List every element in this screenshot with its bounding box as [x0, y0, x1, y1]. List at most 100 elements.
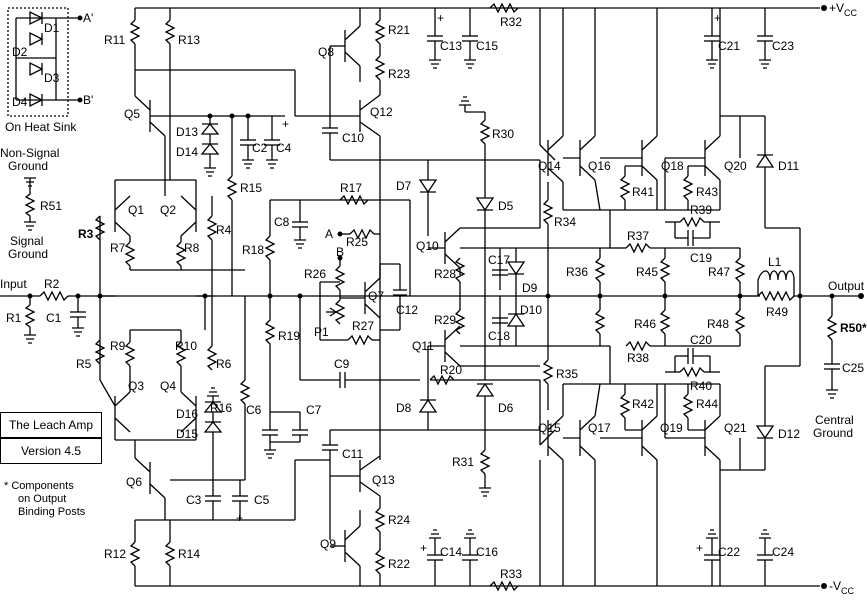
q3-label: Q3	[128, 379, 144, 393]
r12-label: R12	[104, 547, 126, 561]
rail-caps-bottom	[427, 529, 773, 592]
c8-label: C8	[274, 215, 290, 229]
r37-label: R37	[627, 229, 649, 243]
c18-label: C18	[488, 329, 510, 343]
q19-label: Q19	[660, 421, 683, 435]
r23-label: R23	[388, 67, 410, 81]
d10-label: D10	[520, 303, 542, 317]
r24-label: R24	[388, 513, 410, 527]
central-ground-line1: Central	[815, 413, 854, 427]
q2-label: Q2	[160, 203, 176, 217]
r10-label: R10	[175, 339, 197, 353]
q16-label: Q16	[588, 159, 611, 173]
b-prime-label: B'	[83, 93, 93, 107]
d8-label: D8	[396, 401, 412, 415]
q7-label: Q7	[368, 289, 384, 303]
d2-label: D2	[12, 45, 28, 59]
feedback-network	[100, 194, 760, 459]
r45-label: R45	[636, 265, 658, 279]
r21-label: R21	[388, 23, 410, 37]
vcc-neg-label: -VCC	[829, 579, 854, 596]
r43-label: R43	[696, 185, 718, 199]
r47-label: R47	[708, 265, 730, 279]
d3-label: D3	[44, 71, 60, 85]
q9-label: Q9	[320, 537, 336, 551]
plus-c22: +	[696, 541, 703, 555]
r14-label: R14	[178, 547, 200, 561]
r13-label: R13	[178, 33, 200, 47]
c17-label: C17	[488, 253, 510, 267]
vas-stage	[294, 8, 540, 586]
signal-ground-line2: Ground	[8, 247, 48, 261]
positive-rail	[135, 5, 827, 11]
components-note-line2: on Output	[18, 493, 67, 505]
d4-label: D4	[12, 95, 28, 109]
r36-label: R36	[566, 265, 588, 279]
input-label: Input	[0, 277, 27, 291]
c13-label: C13	[440, 39, 462, 53]
q13-label: Q13	[372, 473, 395, 487]
c20-label: C20	[690, 333, 712, 347]
plus-c21: +	[714, 11, 721, 25]
components-note: * Components on Output Binding Posts	[4, 480, 85, 519]
r48-label: R48	[707, 317, 729, 331]
r35-label: R35	[556, 367, 578, 381]
d1-label: D1	[44, 21, 60, 35]
c1-label: C1	[46, 311, 62, 325]
r40-label: R40	[690, 379, 712, 393]
d6-label: D6	[498, 401, 514, 415]
c3-label: C3	[186, 493, 202, 507]
r5-label: R5	[76, 357, 92, 371]
r34-label: R34	[554, 215, 576, 229]
r22-label: R22	[388, 557, 410, 571]
negative-rail	[135, 583, 827, 589]
components-note-line1: * Components	[4, 480, 74, 492]
title-box-name: The Leach Amp	[0, 412, 102, 438]
d14-label: D14	[176, 145, 198, 159]
r46-label: R46	[634, 317, 656, 331]
r39-label: R39	[690, 203, 712, 217]
q21-label: Q21	[724, 421, 747, 435]
d9-label: D9	[522, 281, 538, 295]
q8-label: Q8	[318, 45, 334, 59]
c23-label: C23	[772, 39, 794, 53]
r1-label: R1	[6, 311, 22, 325]
c21-label: C21	[718, 39, 740, 53]
r8-label: R8	[184, 241, 200, 255]
q20-label: Q20	[724, 159, 747, 173]
q18-label: Q18	[661, 159, 684, 173]
r32-label: R32	[500, 15, 522, 29]
r41-label: R41	[632, 185, 654, 199]
c9-label: C9	[334, 357, 350, 371]
c10-label: C10	[342, 131, 364, 145]
r7-label: R7	[110, 241, 126, 255]
output-stage	[539, 8, 801, 586]
q15-label: Q15	[538, 421, 561, 435]
r28-label: R28	[434, 267, 456, 281]
r17-label: R17	[340, 181, 362, 195]
zener-bias-network	[170, 113, 285, 520]
c7-label: C7	[306, 403, 322, 417]
q11-label: Q11	[412, 339, 434, 353]
non-signal-ground-line2: Ground	[8, 159, 48, 173]
d7-label: D7	[396, 179, 412, 193]
c19-label: C19	[690, 251, 712, 265]
r31-label: R31	[452, 455, 474, 469]
plus-c5: +	[236, 511, 243, 525]
q10-label: Q10	[416, 239, 439, 253]
d12-label: D12	[778, 427, 800, 441]
rail-caps-top	[427, 2, 773, 69]
vcc-pos-label: +VCC	[829, 1, 858, 18]
input-network	[0, 290, 103, 344]
r18-label: R18	[242, 243, 264, 257]
r38-label: R38	[627, 351, 649, 365]
c11-label: C11	[342, 447, 363, 461]
q1-label: Q1	[128, 203, 144, 217]
r25-label: R25	[346, 235, 368, 249]
c6-label: C6	[246, 403, 262, 417]
heat-sink-label: On Heat Sink	[5, 120, 77, 134]
q14-label: Q14	[538, 159, 561, 173]
central-ground-line2: Ground	[813, 426, 853, 440]
r11-label: R11	[104, 33, 125, 47]
